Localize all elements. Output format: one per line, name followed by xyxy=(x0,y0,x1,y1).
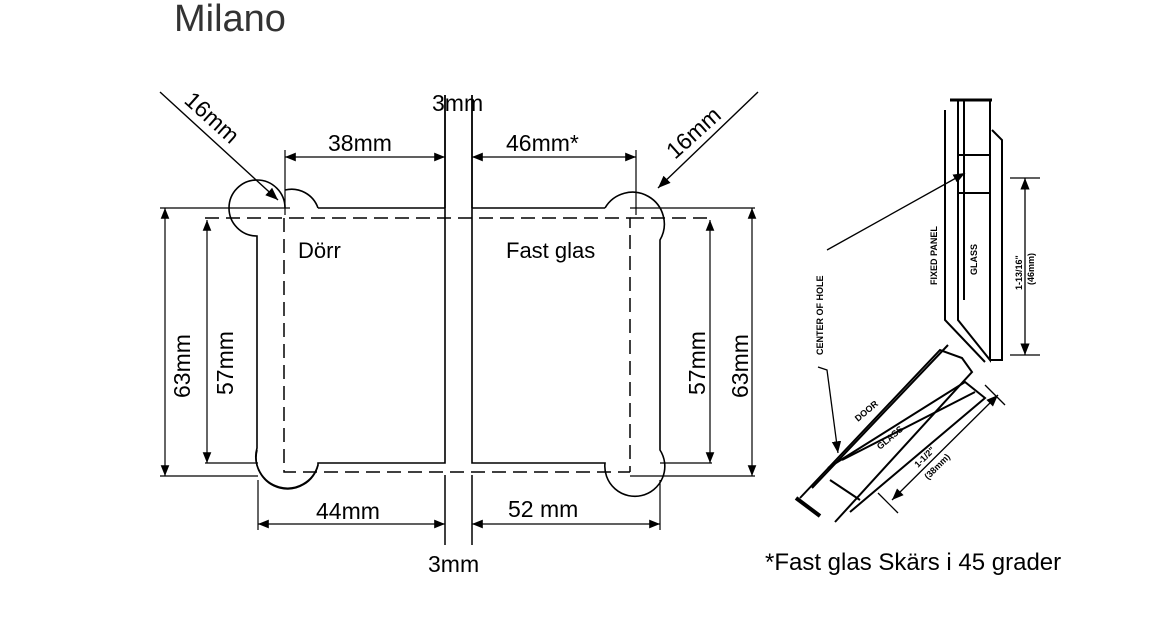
bottom-left-width-label: 44mm xyxy=(316,498,380,524)
door-label: Dörr xyxy=(298,238,341,263)
vertical-dimension-lines xyxy=(160,208,757,476)
right-outer-height-label: 63mm xyxy=(727,334,753,398)
fixed-panel-label: FIXED PANEL xyxy=(929,226,939,285)
bottom-right-width-label: 52 mm xyxy=(508,496,578,522)
fixed-glass-label: Fast glas xyxy=(506,238,595,263)
detail-leaders xyxy=(817,172,1040,514)
bottom-gap-label: 3mm xyxy=(428,551,479,577)
footnote: *Fast glas Skärs i 45 grader xyxy=(765,549,1062,576)
hinge-body-outline xyxy=(228,95,666,498)
radius-leaders xyxy=(159,91,759,201)
detail-top-dimension-mm: (46mm) xyxy=(1026,253,1036,285)
left-outer-height-label: 63mm xyxy=(169,334,195,398)
right-inner-height-label: 57mm xyxy=(684,331,710,395)
extension-lines xyxy=(160,150,755,530)
detail-fixed-panel-drawing xyxy=(944,98,1003,363)
hinge-inner-dashed xyxy=(205,217,710,473)
detail-top-dimension: 1-13/16" xyxy=(1014,255,1024,290)
top-left-width-label: 38mm xyxy=(328,130,392,156)
glass-top-label: GLASS xyxy=(969,244,979,275)
page-title: Milano xyxy=(174,0,286,40)
left-inner-height-label: 57mm xyxy=(212,331,238,395)
top-right-width-label: 46mm* xyxy=(506,130,579,156)
center-of-hole-label: CENTER OF HOLE xyxy=(815,275,825,355)
center-gap-lines xyxy=(444,95,473,545)
top-gap-label: 3mm xyxy=(432,90,483,116)
